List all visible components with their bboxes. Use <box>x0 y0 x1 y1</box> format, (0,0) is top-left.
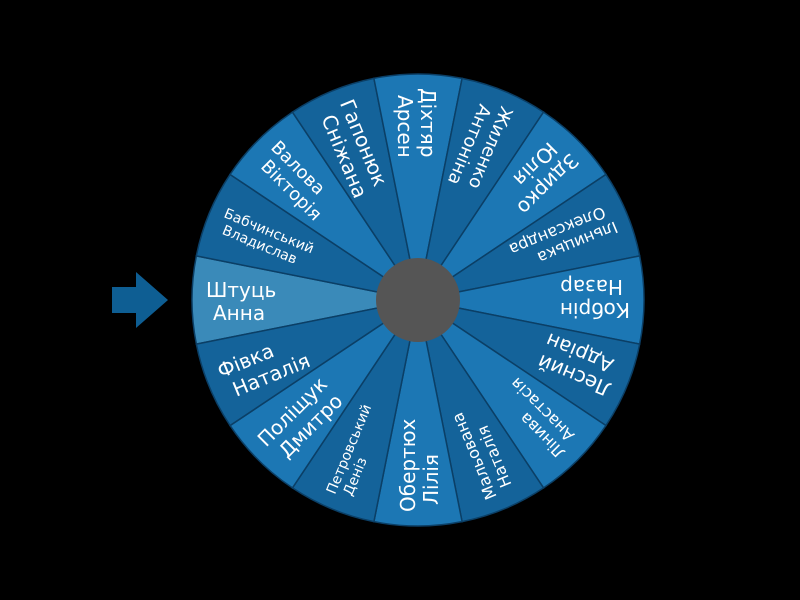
wheel-segments <box>191 73 645 527</box>
right-arrow-pointer-icon <box>112 272 168 328</box>
wheel-label-line1: Кобрін <box>560 298 630 322</box>
wheel-label-line2: Лілія <box>419 454 443 505</box>
wheel-hub[interactable] <box>376 258 460 342</box>
wheel-label-line1: Обертюх <box>396 418 420 512</box>
wheel-segment[interactable] <box>195 299 419 427</box>
wheel-label-line1: Штуць <box>206 278 276 302</box>
wheel-label-line2: Арсен <box>393 95 417 158</box>
wheel-label-line1: Діхтяр <box>416 88 440 157</box>
wheel-label-line2: Назар <box>560 275 623 299</box>
wheel-label-line2: Анна <box>213 301 265 325</box>
